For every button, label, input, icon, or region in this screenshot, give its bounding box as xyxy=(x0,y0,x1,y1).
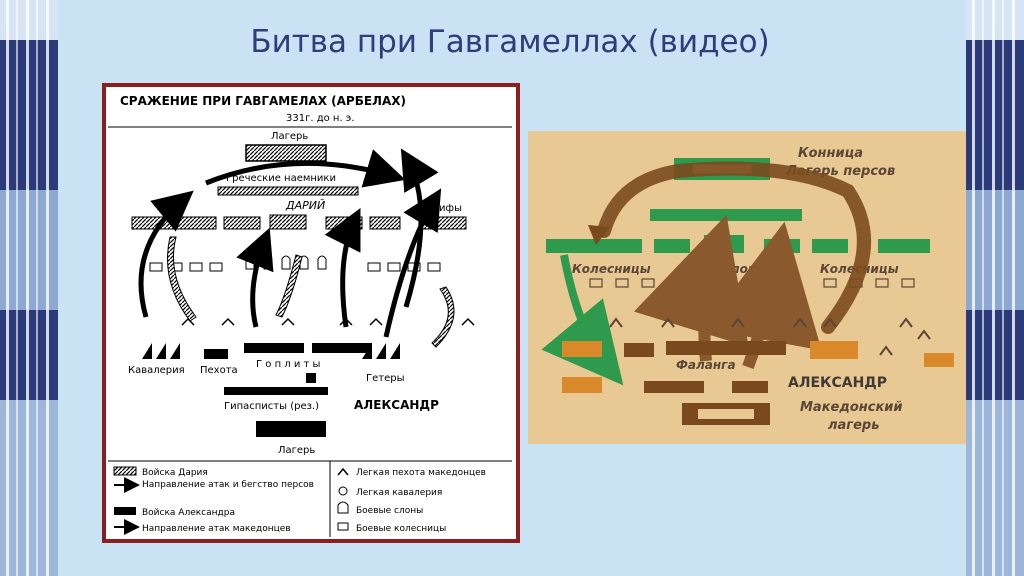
hypaspists-block xyxy=(224,387,328,395)
mac-reserve-2 xyxy=(732,381,768,393)
reserve-block xyxy=(306,373,316,383)
label-greek-mercenaries: Греческие наемники xyxy=(226,173,336,184)
label-macedonian-camp-1: Македонский xyxy=(800,400,903,415)
colored-chariots-row xyxy=(589,278,915,296)
persian-attack-arrow xyxy=(541,254,624,386)
legend-item-2: Войска Александра xyxy=(142,508,235,518)
legend-item-5: Легкая кавалерия xyxy=(356,488,442,498)
label-macedonian-camp: Лагерь xyxy=(278,445,315,456)
phalanx-block xyxy=(666,341,786,355)
left-stripe-decoration xyxy=(0,0,58,576)
map-date: 331г. до н. э. xyxy=(286,113,354,124)
mac-right-flank xyxy=(924,353,954,367)
battle-map-drawing: СРАЖЕНИЕ ПРИ ГАВГАМЕЛАХ (АРБЕЛАХ) 331г. … xyxy=(108,94,512,537)
mac-reserve-1 xyxy=(644,381,704,393)
label-macedonian-camp-2: лагерь xyxy=(828,418,879,433)
legend-item-7: Боевые колесницы xyxy=(356,524,446,534)
legend-item-3: Направление атак македонцев xyxy=(142,524,291,534)
legend-item-0: Войска Дария xyxy=(142,468,208,478)
light-infantry-row xyxy=(181,317,475,326)
center-arrow-2 xyxy=(703,221,822,370)
label-darius: ДАРИЙ xyxy=(285,199,325,212)
hoplites-block-1 xyxy=(244,343,304,353)
attack-arrows xyxy=(138,148,442,338)
cavalry-left xyxy=(142,343,180,359)
colored-light-infantry xyxy=(609,317,931,356)
mac-left-cavalry xyxy=(562,341,602,357)
label-scythians: Скифы xyxy=(426,203,462,214)
persian-camp-block xyxy=(245,144,327,162)
hoplites-block-2 xyxy=(312,343,372,353)
persian-line-right xyxy=(421,216,467,230)
greek-mercenaries-block xyxy=(217,186,359,196)
colored-map-drawing: Конница Лагерь персов Колесницы Слоны Ко… xyxy=(541,146,954,433)
persian-line-2 xyxy=(223,216,261,230)
persian-line-darius xyxy=(269,214,307,230)
right-stripe-decoration xyxy=(966,0,1024,576)
legend-item-1: Направление атак и бегство персов xyxy=(142,480,314,490)
legend-item-6: Боевые слоны xyxy=(356,506,423,516)
battle-map-colored: Конница Лагерь персов Колесницы Слоны Ко… xyxy=(528,131,966,444)
persian-line-left xyxy=(131,216,217,230)
mac-block-2 xyxy=(624,343,654,357)
slide-title: Битва при Гавгамеллах (видео) xyxy=(250,24,770,60)
persian-flight-arrows xyxy=(167,236,455,348)
map-heading: СРАЖЕНИЕ ПРИ ГАВГАМЕЛАХ (АРБЕЛАХ) xyxy=(120,94,406,108)
flank-arrow xyxy=(597,161,871,334)
persian-cavalry-rect xyxy=(650,209,802,221)
macedonian-camp-block xyxy=(256,421,326,437)
legend-item-4: Легкая пехота македонцев xyxy=(356,468,486,478)
label-hypaspists: Гипасписты (рез.) xyxy=(224,401,319,412)
label-alexander-left: АЛЕКСАНДР xyxy=(354,398,439,412)
mac-left-reserve xyxy=(562,377,602,393)
infantry-block xyxy=(204,349,228,359)
label-persian-camp: Лагерь xyxy=(271,131,308,142)
label-hetairoi: Гетеры xyxy=(366,373,404,384)
label-alexander-right: АЛЕКСАНДР xyxy=(788,375,887,391)
battle-map-schematic: СРАЖЕНИЕ ПРИ ГАВГАМЕЛАХ (АРБЕЛАХ) 331г. … xyxy=(102,83,520,543)
label-cavalry: Кавалерия xyxy=(128,365,185,376)
hetairoi-cavalry xyxy=(362,343,400,359)
label-phalanx: Фаланга xyxy=(676,358,736,372)
mac-right-cavalry xyxy=(810,341,858,359)
label-persian-cavalry: Конница xyxy=(798,146,863,161)
label-elephants: Слоны xyxy=(722,262,767,276)
label-chariots-left: Колесницы xyxy=(572,262,651,276)
label-infantry: Пехота xyxy=(200,365,238,376)
persian-line-5 xyxy=(369,216,401,230)
label-hoplites: Г о п л и т ы xyxy=(256,359,320,370)
